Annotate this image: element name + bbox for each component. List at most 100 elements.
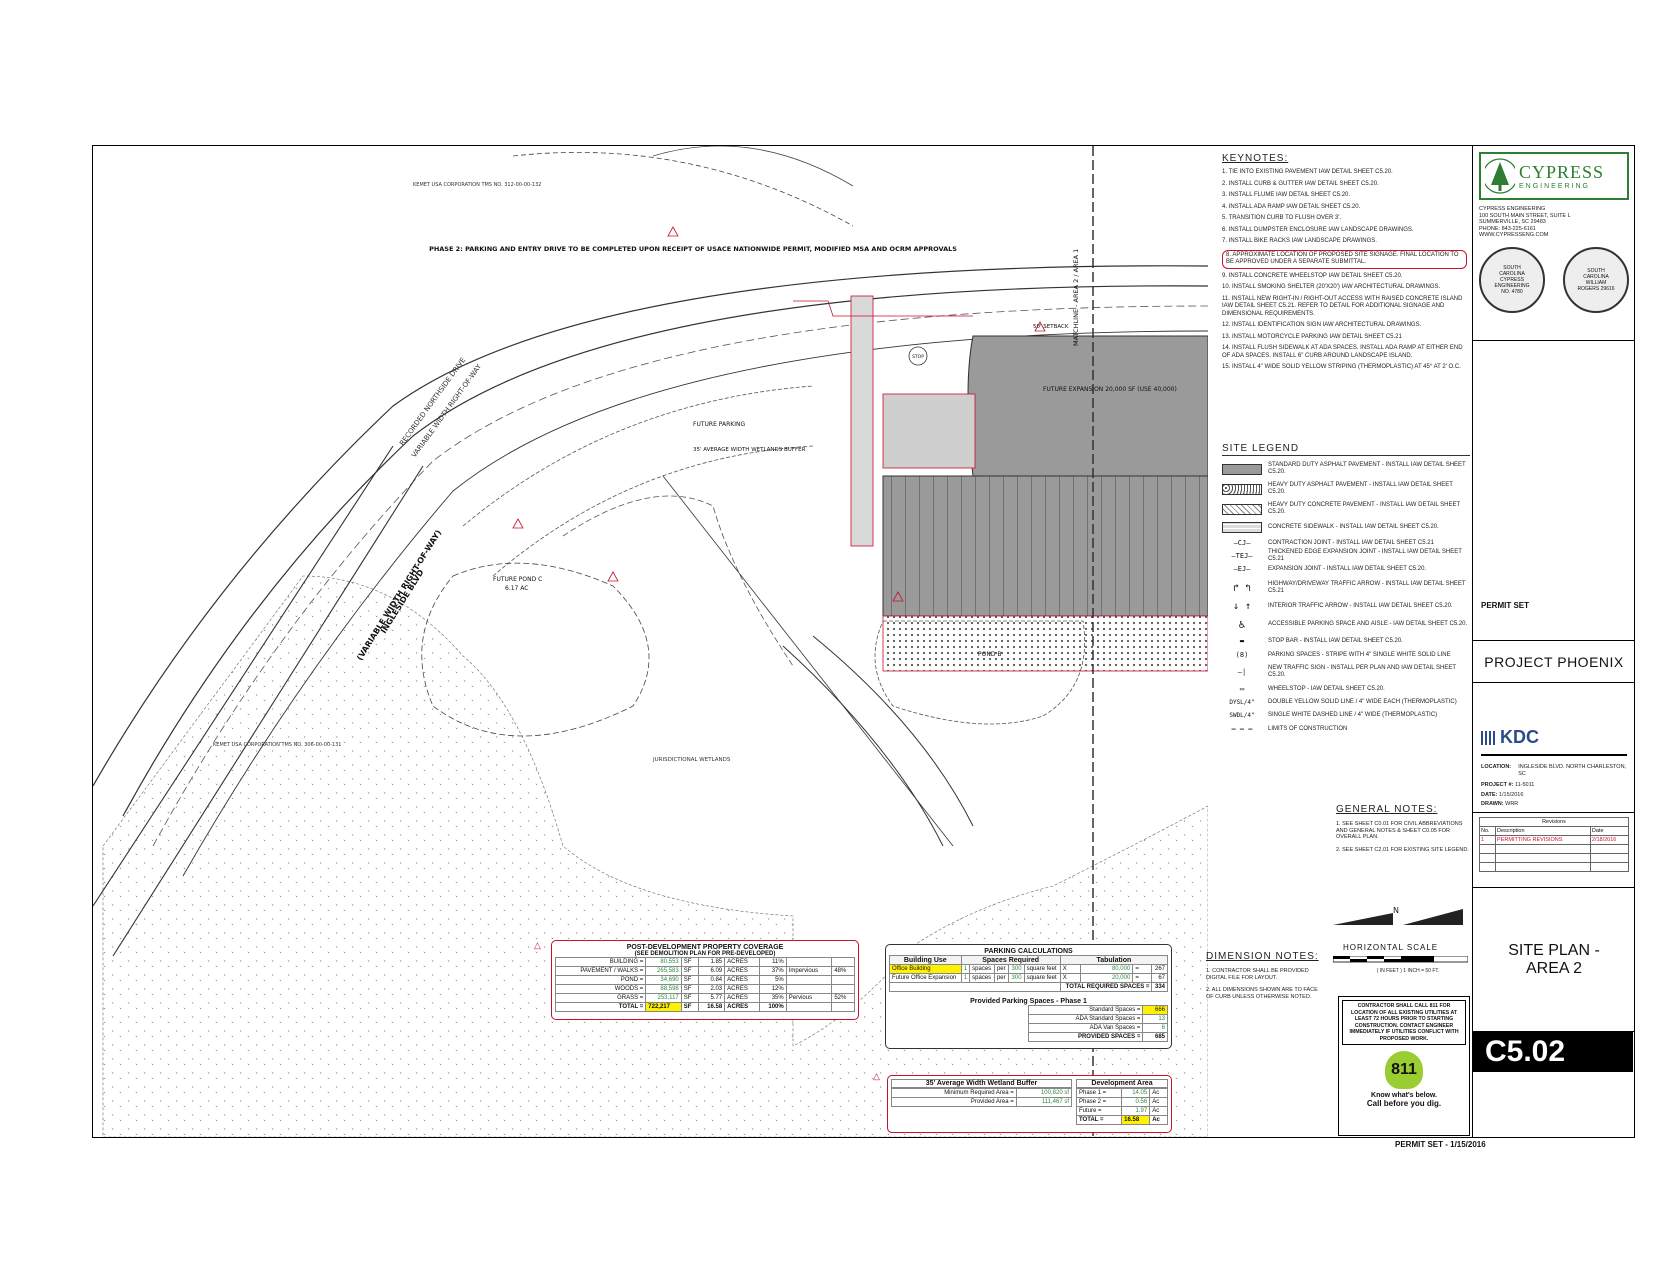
legend-item: —|NEW TRAFFIC SIGN - INSTALL PER PLAN AN… — [1222, 665, 1470, 679]
keynote-item: 10. INSTALL SMOKING SHELTER (20'X20') IA… — [1222, 284, 1441, 290]
sheet-title-block: SITE PLAN - AREA 2 — [1473, 888, 1635, 1032]
table-row: ADA Van Spaces =6 — [889, 1023, 1168, 1033]
legend-item: HEAVY DUTY CONCRETE PAVEMENT - INSTALL I… — [1222, 502, 1470, 516]
future-pond-c — [421, 562, 650, 737]
sheet-title-line: AREA 2 — [1525, 959, 1583, 977]
keynote-item: 11. INSTALL NEW RIGHT-IN / RIGHT-OUT ACC… — [1222, 295, 1463, 317]
wetlands-label: JURISDICTIONAL WETLANDS — [652, 757, 731, 763]
date-label: DATE: — [1481, 791, 1498, 798]
status-label: PERMIT SET — [1481, 601, 1530, 610]
future-pond-label: FUTURE POND C — [493, 576, 542, 583]
legend-item: —TEJ—THICKENED EDGE EXPANSION JOINT - IN… — [1222, 549, 1470, 563]
asphalt-swatch-icon — [1222, 463, 1262, 475]
scale-bar — [1333, 956, 1468, 963]
keynote-item: 1. TIE INTO EXISTING PAVEMENT IAW DETAIL… — [1222, 169, 1393, 175]
provided-title: Provided Parking Spaces - Phase 1 — [970, 998, 1087, 1005]
northside-drive — [93, 265, 1208, 787]
revision-triangle-icon: △ — [534, 940, 541, 950]
double-yellow-line-icon: DYSL/4" — [1229, 699, 1255, 706]
legend-item: SWDL/4"SINGLE WHITE DASHED LINE / 4" WID… — [1222, 712, 1470, 719]
call-811-tag2: Call before you dig. — [1366, 1099, 1442, 1108]
drawn-value: WRR — [1505, 801, 1519, 807]
coverage-title: POST-DEVELOPMENT PROPERTY COVERAGE — [626, 944, 784, 951]
table-row: Provided Area =111,467 sf — [891, 1097, 1073, 1107]
firm-logo: CYPRESS ENGINEERING — [1479, 152, 1629, 200]
general-notes-title: GENERAL NOTES: — [1336, 804, 1438, 815]
table-row: Standard Spaces =666 — [889, 1005, 1168, 1015]
parking-count-icon: (8) — [1235, 651, 1249, 659]
keynote-item: 2. INSTALL CURB & GUTTER IAW DETAIL SHEE… — [1222, 180, 1379, 187]
keynote-item: 7. INSTALL BIKE RACKS IAW LANDSCAPE DRAW… — [1222, 238, 1377, 244]
firm-tagline: ENGINEERING — [1519, 183, 1591, 190]
owner-top-label: KEMET USA CORPORATION TMS NO. 312-00-00-… — [413, 182, 541, 188]
wheelstop-icon: ▭ — [1239, 685, 1245, 693]
legend-item: DYSL/4"DOUBLE YELLOW SOLID LINE / 4" WID… — [1222, 699, 1470, 706]
traffic-arrow-icon: ↱ ↰ — [1232, 582, 1252, 594]
firm-address-line: CYPRESS ENGINEERING — [1479, 206, 1546, 212]
keynote-item: 13. INSTALL MOTORCYCLE PARKING IAW DETAI… — [1222, 333, 1402, 340]
svg-text:N: N — [1393, 906, 1399, 915]
future-pond-area: 6.17 AC — [505, 585, 528, 592]
project-block: PROJECT PHOENIX — [1473, 641, 1635, 683]
dimension-note-item: 2. ALL DIMENSIONS SHOWN ARE TO FACE OF C… — [1206, 987, 1318, 1000]
keynote-item: 12. INSTALL IDENTIFICATION SIGN IAW ARCH… — [1222, 322, 1422, 328]
contraction-joint-icon: —CJ— — [1233, 539, 1251, 547]
setback-label: 50' SETBACK — [1033, 324, 1069, 330]
table-row: TOTAL REQUIRED SPACES =334 — [889, 982, 1168, 992]
call-811-text: CONTRACTOR SHALL CALL 811 FOR LOCATION O… — [1342, 1000, 1466, 1045]
wetland-buffer-label: 35' AVERAGE WIDTH WETLANDS BUFFER — [693, 447, 806, 453]
legend-item: —EJ—EXPANSION JOINT - INSTALL IAW DETAIL… — [1222, 565, 1470, 573]
footer-label: PERMIT SET - 1/15/2016 — [1395, 1140, 1486, 1149]
client-logo: KDC — [1481, 727, 1627, 748]
legend-item: ♿ACCESSIBLE PARKING SPACE AND AISLE - IA… — [1222, 618, 1470, 631]
keynote-item: 6. INSTALL DUMPSTER ENCLOSURE IAW LANDSC… — [1222, 226, 1414, 233]
sheet-number-block: C5.02 — [1473, 1032, 1633, 1072]
keynotes-title: KEYNOTES: — [1222, 153, 1289, 164]
legend-item: ▭WHEELSTOP - IAW DETAIL SHEET C5.20. — [1222, 685, 1470, 693]
cypress-tree-icon — [1485, 158, 1515, 194]
heavy-concrete-swatch-icon — [1222, 503, 1262, 515]
location-label: LOCATION: — [1481, 764, 1512, 770]
keynote-item: 3. INSTALL FLUME IAW DETAIL SHEET C5.20. — [1222, 192, 1351, 198]
dimension-note-item: 1. CONTRACTOR SHALL BE PROVIDED DIGITAL … — [1206, 968, 1309, 981]
legend-item: ↓ ↑INTERIOR TRAFFIC ARROW - INSTALL IAW … — [1222, 601, 1470, 612]
scale-subtitle: ( IN FEET ) 1 inch = 50 ft. — [1376, 968, 1440, 974]
project-no-value: 11-5011 — [1514, 782, 1535, 788]
limits-of-construction-icon: — — — — [1231, 725, 1253, 733]
firm-block: CYPRESS ENGINEERING CYPRESS ENGINEERING … — [1473, 146, 1635, 341]
accessible-icon: ♿ — [1238, 618, 1246, 631]
revision-triangle-icon: △ — [873, 1071, 880, 1081]
phase2-note: PHASE 2: PARKING AND ENTRY DRIVE TO BE C… — [429, 245, 957, 253]
interior-arrow-icon: ↓ ↑ — [1232, 601, 1252, 612]
white-dashed-line-icon: SWDL/4" — [1229, 712, 1255, 719]
north-arrow-icon: N — [1333, 906, 1463, 925]
future-expansion-label: FUTURE EXPANSION 20,000 SF (USE 40,000) — [1043, 386, 1177, 393]
drawn-label: DRAWN: — [1481, 801, 1504, 807]
title-block: CYPRESS ENGINEERING CYPRESS ENGINEERING … — [1472, 146, 1635, 1137]
call-811-tag1: Know what's below. — [1371, 1092, 1437, 1099]
sidewalk-swatch-icon — [1222, 522, 1262, 533]
owner-bottom-label: KEMET USA CORPORATION TMS NO. 306-00-00-… — [213, 742, 341, 748]
stop-sign-icon: STOP — [908, 346, 928, 366]
legend-item: —CJ—CONTRACTION JOINT - INSTALL IAW DETA… — [1222, 539, 1470, 547]
client-name: KDC — [1500, 727, 1539, 747]
parking-provided: Standard Spaces =666 ADA Standard Spaces… — [889, 1005, 1168, 1042]
main-parking-lot — [882, 475, 1208, 617]
heavy-asphalt-swatch-icon — [1222, 483, 1262, 495]
sheet-number: C5.02 — [1485, 1035, 1566, 1068]
call-811-box: CONTRACTOR SHALL CALL 811 FOR LOCATION O… — [1338, 996, 1470, 1136]
parking-title: PARKING CALCULATIONS — [984, 948, 1073, 955]
scale-title: HORIZONTAL SCALE — [1343, 943, 1439, 952]
site-legend-title: SITE LEGEND — [1222, 443, 1470, 456]
